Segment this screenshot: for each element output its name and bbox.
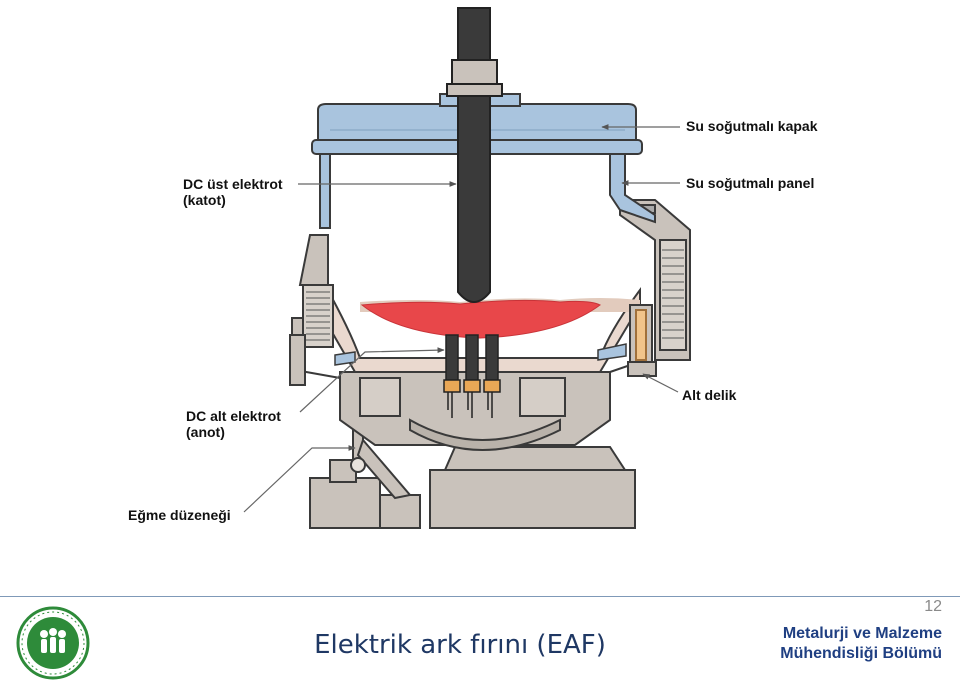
furnace-lower-shell [294,359,646,451]
department-line1: Metalurji ve Malzeme [782,625,942,642]
label-bottom-tap-hole: Alt delik [682,387,737,403]
leader-tilting [243,445,356,513]
label-dc-top-electrode-line1: DC üst elektrot [183,176,283,192]
tilting-mechanism [350,417,412,500]
leader-bottom-electrode [299,347,445,413]
blue-details [334,343,627,366]
department-line2: Mühendisliği Bölümü [780,645,942,662]
bottom-electrodes [443,334,501,418]
label-dc-top-electrode: DC üst elektrot (katot) [183,176,283,208]
right-wall [619,199,691,377]
footer-divider [0,596,960,597]
top-electrode [446,7,503,303]
page-number: 12 [924,598,942,615]
eaf-diagram [243,7,691,529]
leader-tap-hole [642,373,679,393]
label-dc-bottom-electrode-line1: DC alt elektrot [186,408,281,424]
left-wall [289,234,334,386]
furnace-base [309,446,636,529]
label-water-cooled-panel: Su soğutmalı panel [686,175,815,191]
label-dc-top-electrode-line2: (katot) [183,192,226,208]
callout-lines [243,124,680,513]
label-water-cooled-cover: Su soğutmalı kapak [686,118,818,134]
slide-title: Elektrik ark fırını (EAF) [314,630,606,660]
label-dc-bottom-electrode: DC alt elektrot (anot) [186,408,281,440]
molten-metal [360,299,601,339]
label-tilting-mechanism: Eğme düzeneği [128,507,231,523]
label-dc-bottom-electrode-line2: (anot) [186,424,225,440]
university-seal-icon [16,606,90,680]
department-name: Metalurji ve Malzeme Mühendisliği Bölümü [780,624,942,664]
